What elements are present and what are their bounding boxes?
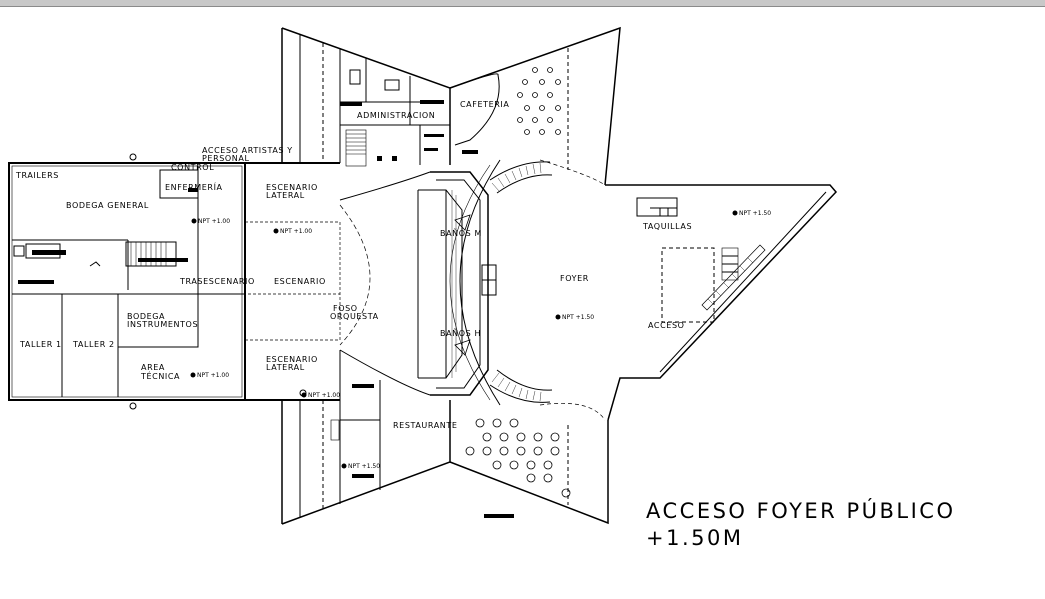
label-acceso-artistas-1: ACCESO ARTISTAS Y <box>202 146 293 155</box>
label-acceso-artistas-2: PERSONAL <box>202 154 250 163</box>
southeast-wing <box>449 420 609 525</box>
label-bodega-instr-1: BODEGA <box>127 312 165 321</box>
south-wing <box>281 350 451 525</box>
label-restaurante: RESTAURANTE <box>393 421 458 430</box>
label-bodega-general: BODEGA GENERAL <box>66 201 149 210</box>
backstage-block <box>8 153 340 410</box>
label-escenario-lateral-top-1: ESCENARIO <box>266 183 318 192</box>
label-taller-1: TALLER 1 <box>19 340 62 349</box>
label-taller-2: TALLER 2 <box>72 340 115 349</box>
northeast-wing <box>449 26 621 186</box>
level-enfermeria: NPT +1.00 <box>198 218 230 225</box>
label-acceso: ACCESO <box>648 321 685 330</box>
level-markers: NPT +1.00 NPT +1.00 NPT +1.00 NPT +1.00 … <box>190 210 771 470</box>
label-bodega-instr-2: INSTRUMENTOS <box>127 320 198 329</box>
label-administracion: ADMINISTRACION <box>357 111 435 120</box>
label-control: CONTROL <box>171 163 214 172</box>
label-foyer: FOYER <box>560 274 589 283</box>
foyer-outline <box>539 159 838 421</box>
level-wing-bottom: NPT +1.50 <box>348 463 380 470</box>
label-escenario-lateral-bot-2: LATERAL <box>266 363 305 372</box>
north-wing <box>281 27 451 167</box>
label-area-tecnica-2: TÉCNICA <box>140 370 180 381</box>
label-cafeteria: CAFETERIA <box>460 100 509 109</box>
stage-dividers <box>198 163 341 400</box>
level-foyer: NPT +1.50 <box>562 314 594 321</box>
label-foso-2: ORQUESTA <box>330 312 379 321</box>
solid-fixtures <box>18 100 514 518</box>
level-taquillas: NPT +1.50 <box>739 210 771 217</box>
room-labels: TRAILERS BODEGA GENERAL ENFERMERÍA CONTR… <box>15 100 692 430</box>
label-escenario-lateral-bot-1: ESCENARIO <box>266 355 318 364</box>
drawing-title: ACCESO FOYER PÚBLICO <box>646 498 955 523</box>
level-escenario-lateral-top: NPT +1.00 <box>280 228 312 235</box>
restaurant-tables <box>465 418 571 498</box>
label-banos-h: BAÑOS H <box>440 328 481 338</box>
viewport-frame <box>0 0 1045 7</box>
label-banos-m: BAÑOS M <box>440 228 482 238</box>
cafeteria-tables <box>517 67 561 135</box>
label-trasescenario: TRASESCENARIO <box>179 277 255 286</box>
level-area-tecnica: NPT +1.00 <box>197 372 229 379</box>
level-escenario-lateral-bot: NPT +1.00 <box>308 392 340 399</box>
drawing-subtitle: +1.50M <box>646 526 743 550</box>
label-trailers: TRAILERS <box>15 171 59 180</box>
label-area-tecnica-1: AREA <box>141 363 165 372</box>
label-enfermeria: ENFERMERÍA <box>165 181 223 192</box>
label-taquillas: TAQUILLAS <box>642 222 692 231</box>
label-escenario: ESCENARIO <box>274 277 326 286</box>
auditorium <box>339 159 553 406</box>
label-foso-1: FOSO <box>333 304 358 313</box>
label-escenario-lateral-top-2: LATERAL <box>266 191 305 200</box>
